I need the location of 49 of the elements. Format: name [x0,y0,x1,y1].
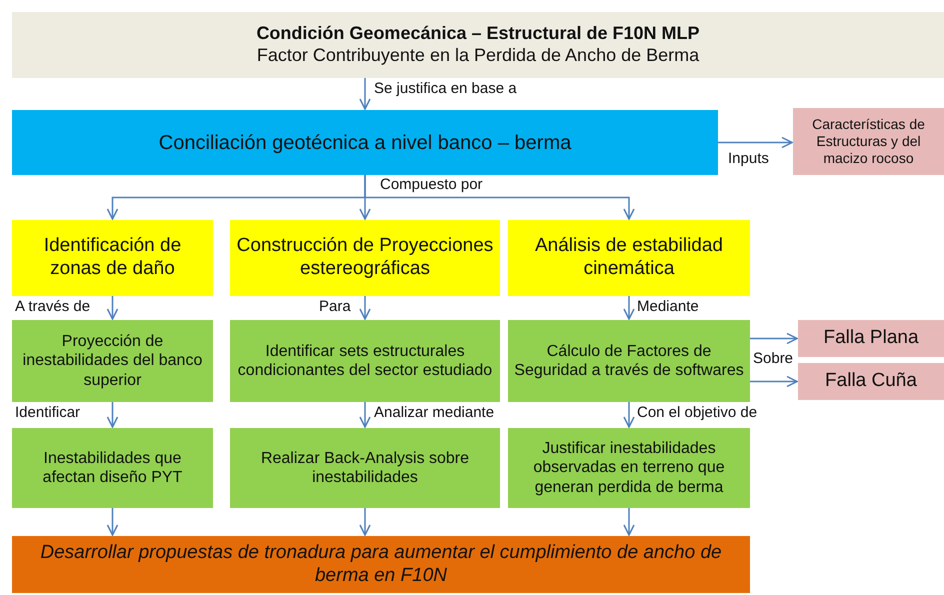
node-text: Desarrollar propuestas de tronadura para aumentar el cumplimiento de ancho de berma en F10N [39,542,723,588]
arrow [364,175,635,220]
node-text: Realizar Back-Analysis sobre inestabilidades [260,448,470,488]
result-box [798,320,944,357]
edge-label: Se justifica en base a [373,81,518,98]
edge-label: Con el objetivo de [636,405,758,422]
node-text: Justificar inestabilidades observadas en terreno que generan perdida de berma [532,439,726,497]
process-box [12,220,213,296]
result-box [798,363,944,400]
arrow [623,402,635,428]
input-box [793,108,944,175]
arrow [359,296,371,320]
arrow [106,296,118,320]
process-box [230,428,500,508]
subtitle: Factor Contribuyente en la Perdida de Ancho de Berma [256,45,700,67]
process-box [230,320,500,402]
arrow [623,508,635,536]
arrow [750,332,798,344]
node-text: Falla Plana [823,327,919,350]
process-box [12,428,213,508]
node-text: Identificación de zonas de daño [42,235,182,281]
edge-label: Inputs [727,151,770,168]
arrow [106,508,118,536]
process-box [508,428,750,508]
node-text: Construcción de Proyecciones estereográficas [236,235,494,281]
node-text: Características de Estructuras y del macizo rocoso [811,116,926,167]
node-text: Conciliación geotécnica a nivel banco – berma [158,130,572,154]
process-box [12,110,718,175]
node-text: Falla Cuña [825,370,917,393]
arrow [359,402,371,428]
arrow [750,376,798,388]
node-text: Cálculo de Factores de Seguridad a través de softwares [514,342,744,380]
arrow [359,78,371,110]
goal-box [12,536,750,593]
arrow [623,296,635,320]
process-box [230,220,500,296]
arrow [359,508,371,536]
title-box [12,12,944,78]
node-text: Inestabilidades que afectan diseño PYT [42,448,184,488]
process-box [12,320,213,402]
process-box [508,320,750,402]
node-text: Identificar sets estructurales condicionantes del sector estudiado [236,342,494,380]
process-box [508,220,750,296]
node-text: Proyección de inestabilidades del banco superior [22,332,204,390]
arrow [718,136,793,148]
arrow [106,402,118,428]
edge-label: Compuesto por [379,177,484,194]
node-text: Análisis de estabilidad cinemática [534,235,724,281]
title: Condición Geomecánica – Estructural de F10N MLP [256,23,700,45]
